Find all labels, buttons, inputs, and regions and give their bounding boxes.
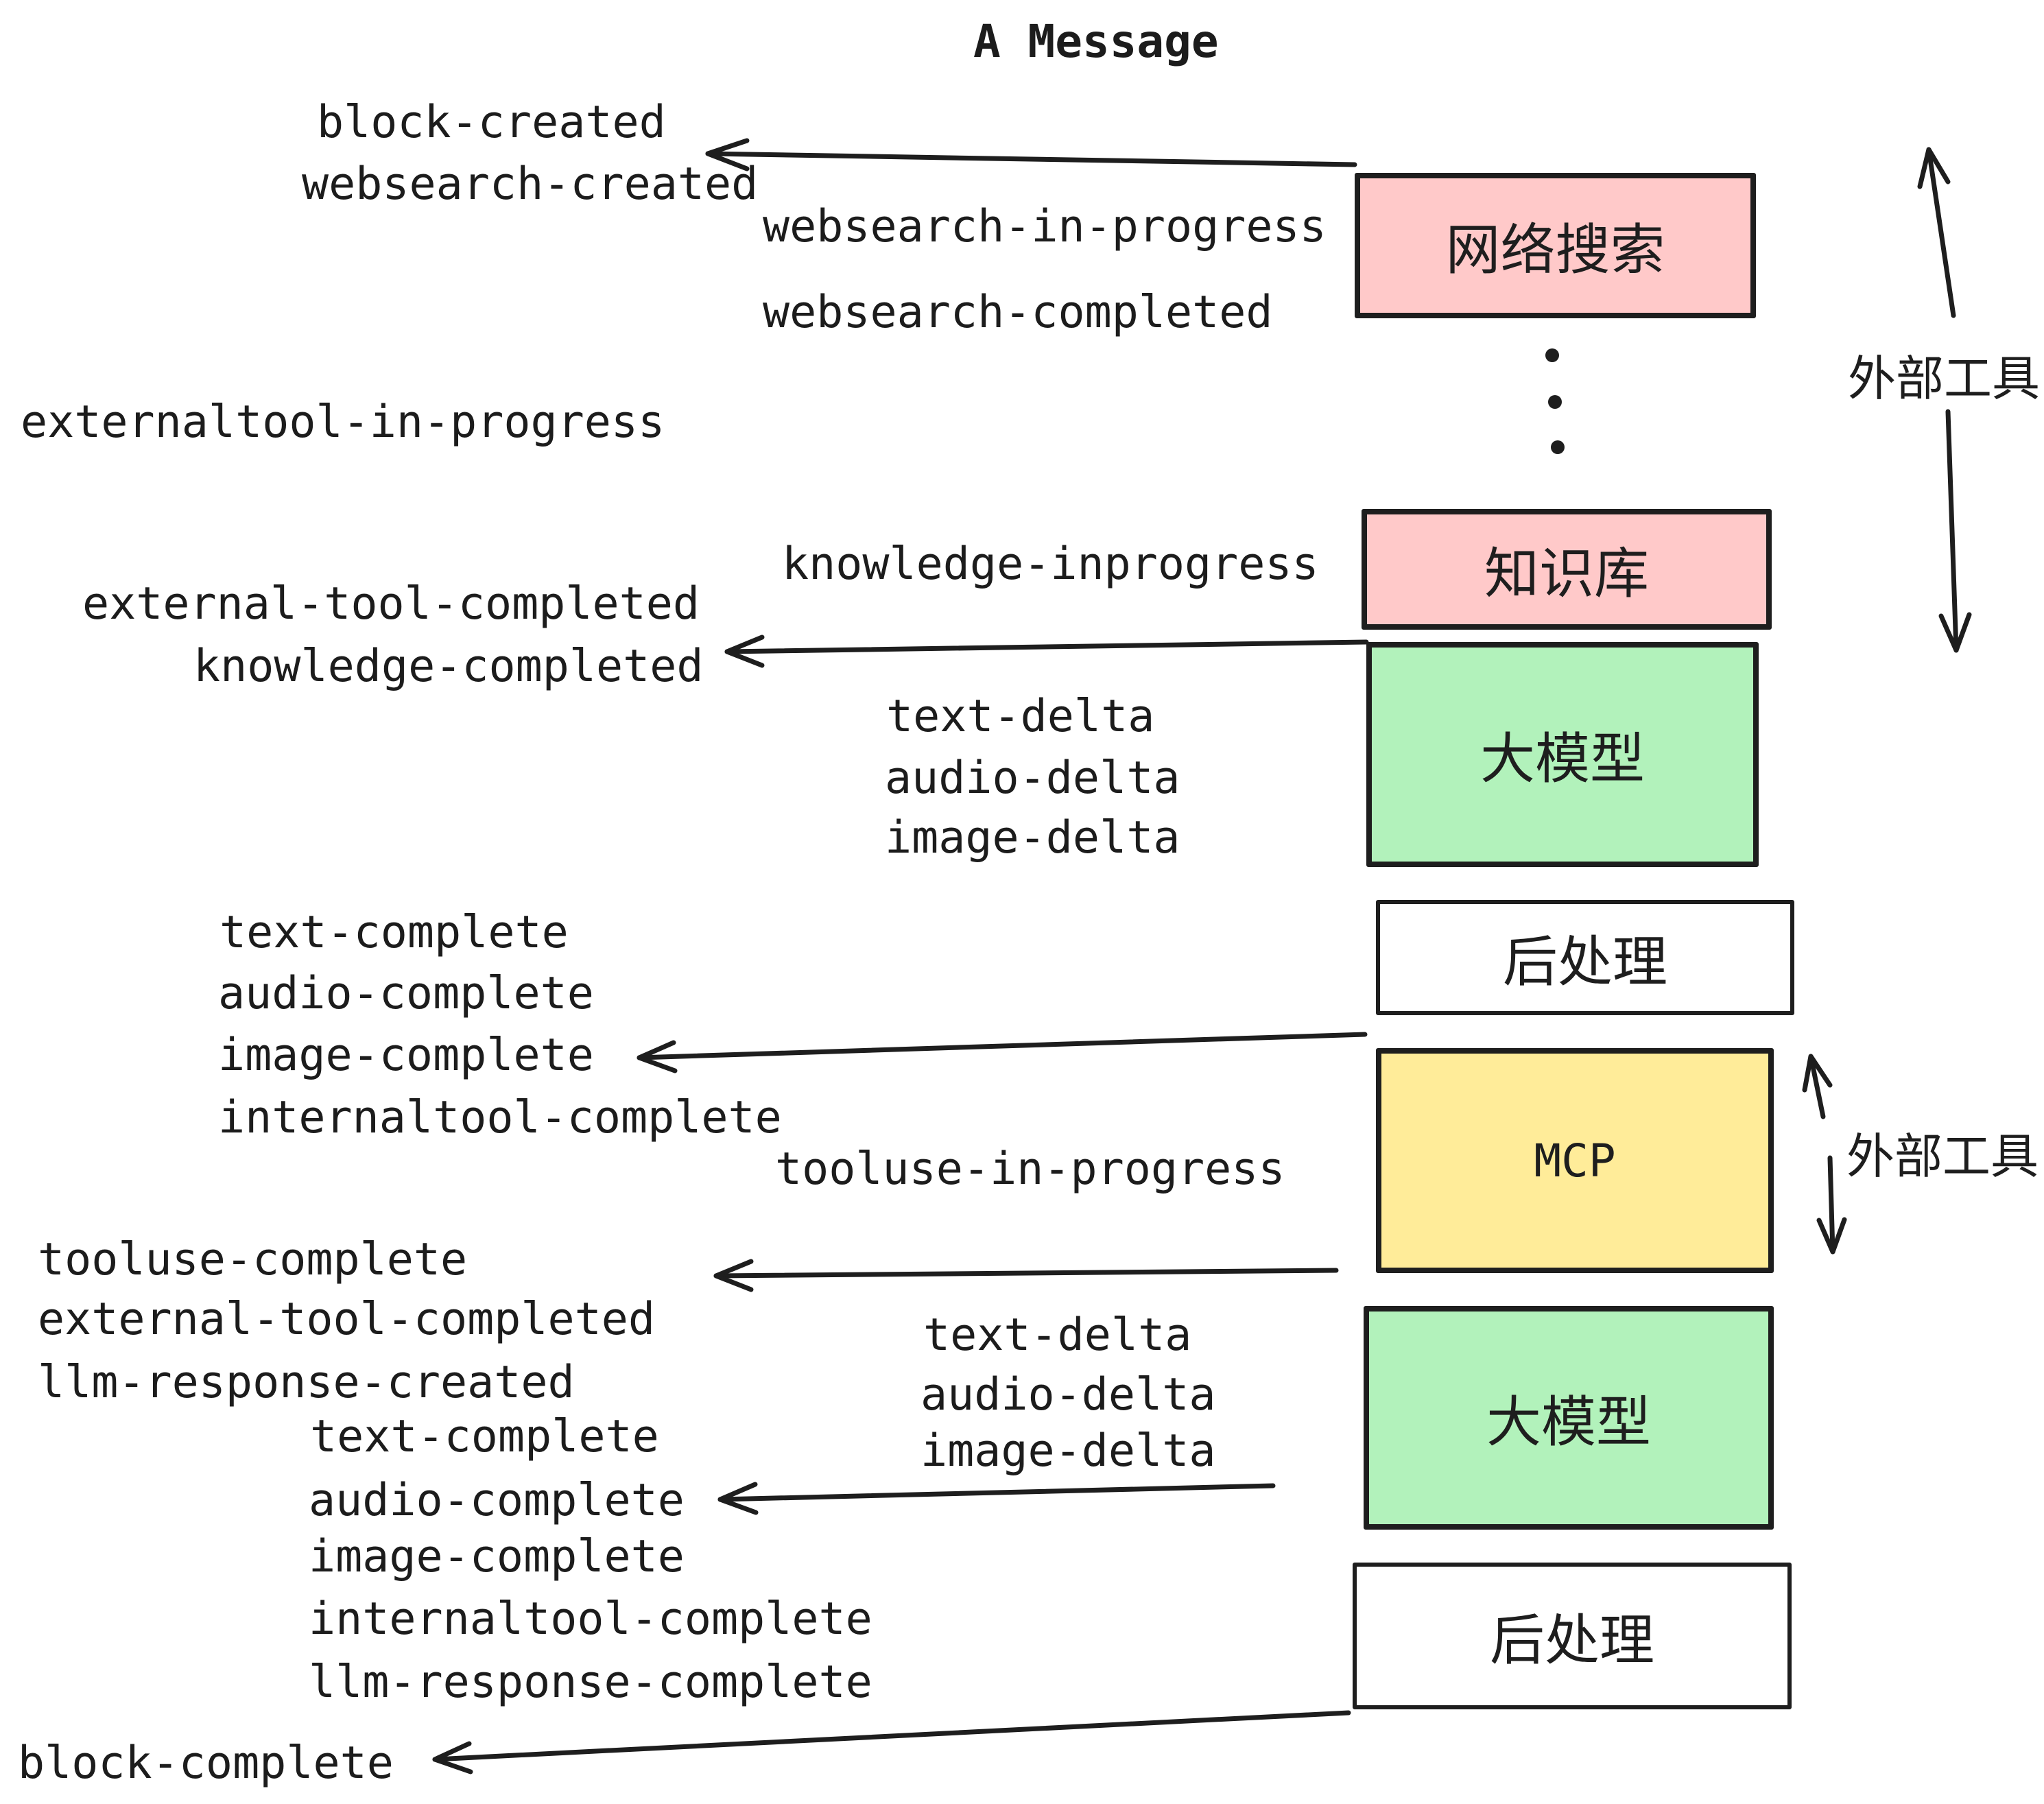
box-websearch: 网络搜索: [1355, 173, 1756, 318]
event-text-complete-2: text-complete: [310, 1411, 659, 1462]
box-knowledge-label: 知识库: [1484, 542, 1649, 606]
arrow-knowledge-completed: [724, 634, 1369, 668]
arrow-external-tools-down-1: [1938, 409, 1972, 653]
label-external-tools-1: 外部工具: [1848, 351, 2040, 407]
arrow-external-tools-up-1: [1917, 147, 1956, 318]
arrow-image-complete: [637, 1032, 1368, 1073]
event-audio-delta-1: audio-delta: [885, 752, 1180, 804]
event-external-tool-completed-2: external-tool-completed: [38, 1294, 656, 1345]
box-postprocess-2: 后处理: [1353, 1563, 1792, 1709]
event-knowledge-completed: knowledge-completed: [193, 641, 704, 692]
box-knowledge: 知识库: [1362, 509, 1772, 630]
event-text-delta-1: text-delta: [886, 691, 1155, 742]
box-mcp-label: MCP: [1534, 1134, 1616, 1187]
arrow-tooluse-complete: [713, 1259, 1339, 1292]
event-audio-delta-2: audio-delta: [920, 1369, 1216, 1421]
box-postprocess-1: 后处理: [1376, 900, 1794, 1015]
arrow-external-tools-down-2: [1816, 1155, 1847, 1255]
arrow-external-tools-up-2: [1802, 1054, 1833, 1119]
event-llm-response-created: llm-response-created: [38, 1357, 575, 1408]
event-llm-response-complete: llm-response-complete: [309, 1657, 872, 1708]
arrow-audio-complete: [717, 1482, 1276, 1515]
event-websearch-in-progress: websearch-in-progress: [763, 201, 1327, 252]
event-text-delta-2: text-delta: [923, 1309, 1192, 1361]
event-text-complete-1: text-complete: [219, 907, 569, 958]
arrow-block-created: [705, 138, 1357, 171]
event-block-created: block-created: [317, 97, 666, 148]
box-llm-1: 大模型: [1366, 642, 1759, 867]
event-image-complete-1: image-complete: [218, 1030, 594, 1081]
event-knowledge-inprogress: knowledge-inprogress: [782, 538, 1319, 590]
event-tooluse-complete: tooluse-complete: [38, 1234, 468, 1285]
box-llm-2-label: 大模型: [1486, 1390, 1651, 1454]
event-image-complete-2: image-complete: [309, 1531, 685, 1582]
event-internaltool-complete-1: internaltool-complete: [218, 1092, 782, 1143]
event-websearch-created: websearch-created: [302, 158, 759, 210]
event-externaltool-in-progress: externaltool-in-progress: [21, 396, 665, 448]
event-tooluse-in-progress: tooluse-in-progress: [775, 1143, 1285, 1195]
event-internaltool-complete-2: internaltool-complete: [309, 1593, 872, 1645]
box-postprocess-1-label: 后处理: [1503, 930, 1667, 994]
diagram-title: A Message: [973, 15, 1219, 68]
event-image-delta-1: image-delta: [885, 812, 1180, 864]
event-external-tool-completed: external-tool-completed: [82, 578, 700, 630]
event-websearch-completed: websearch-completed: [763, 287, 1273, 338]
box-websearch-label: 网络搜索: [1445, 218, 1665, 282]
box-llm-2: 大模型: [1364, 1306, 1774, 1530]
event-image-delta-2: image-delta: [920, 1425, 1216, 1477]
event-audio-complete-1: audio-complete: [218, 968, 594, 1019]
box-postprocess-2-label: 后处理: [1490, 1609, 1654, 1672]
ellipsis-dots: [1545, 348, 1565, 454]
label-external-tools-2: 外部工具: [1846, 1128, 2039, 1185]
arrow-block-complete: [432, 1710, 1351, 1775]
event-audio-complete-2: audio-complete: [309, 1475, 685, 1526]
event-block-complete: block-complete: [18, 1737, 394, 1789]
box-llm-1-label: 大模型: [1480, 727, 1645, 791]
box-mcp: MCP: [1376, 1048, 1774, 1273]
